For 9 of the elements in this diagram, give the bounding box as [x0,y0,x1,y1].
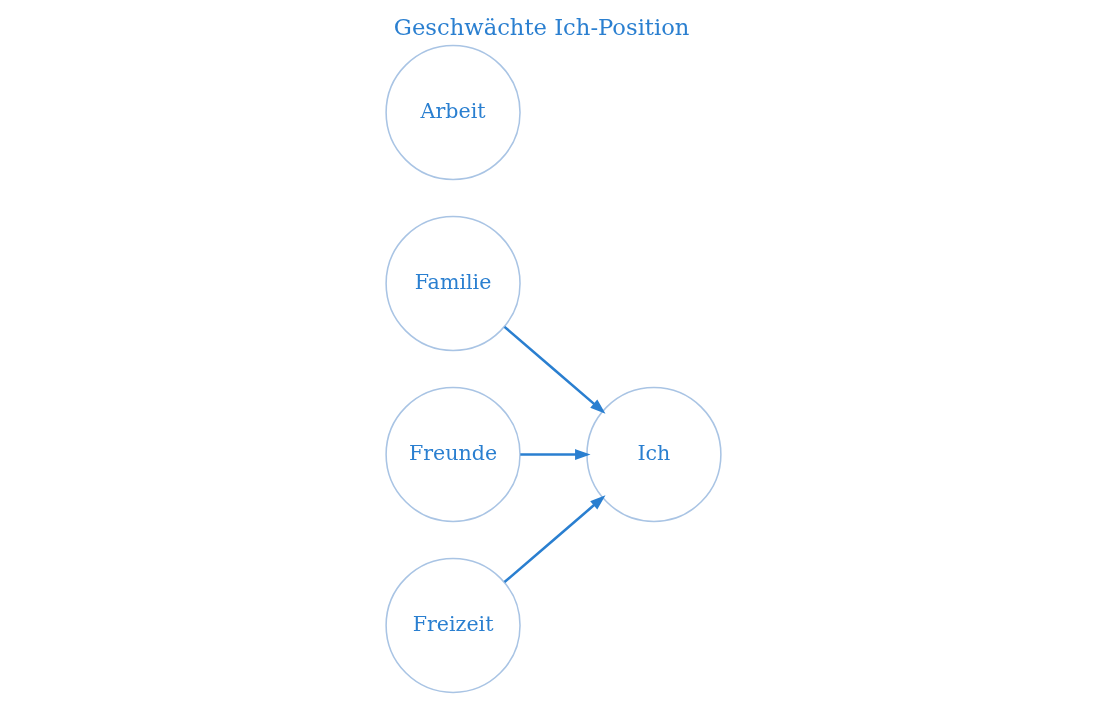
node-circle: Arbeit [385,44,521,181]
node-circle: Familie [385,215,521,352]
node-circle: Freunde [385,386,521,523]
diagram-title: Geschwächte Ich-Position [393,13,690,40]
arrow [520,449,591,460]
arrow [503,325,606,414]
node-circle: Freizeit [385,557,521,694]
arrow [503,495,606,584]
node-circle: Ich [586,386,722,523]
